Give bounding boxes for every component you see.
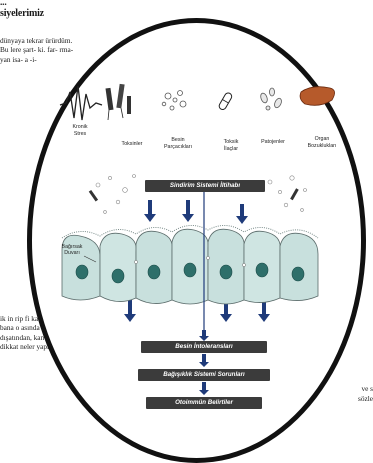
flow-arrows xyxy=(199,330,209,395)
pill-icon xyxy=(218,92,233,111)
syringe-icon xyxy=(105,84,131,120)
stress-wave-icon xyxy=(60,86,102,120)
trigger-label-toxins: Toksinler xyxy=(122,141,143,147)
autoimmune-symptoms-box: Otoimmün Belirtiler xyxy=(146,397,262,409)
food-intolerance-box: Besin İntoleransları xyxy=(141,341,267,353)
inflammation-box: Sindirim Sistemi İltihabı xyxy=(145,180,265,192)
trigger-label-pathogens: Patojenler xyxy=(261,139,285,145)
immune-issues-box: Bağışıklık Sistemi Sorunları xyxy=(138,369,270,381)
liver-icon xyxy=(300,87,334,106)
gut-wall-label: Bağırsak Duvarı xyxy=(52,244,92,256)
pathogen-icon xyxy=(259,88,282,110)
food-particles-icon xyxy=(162,91,186,111)
